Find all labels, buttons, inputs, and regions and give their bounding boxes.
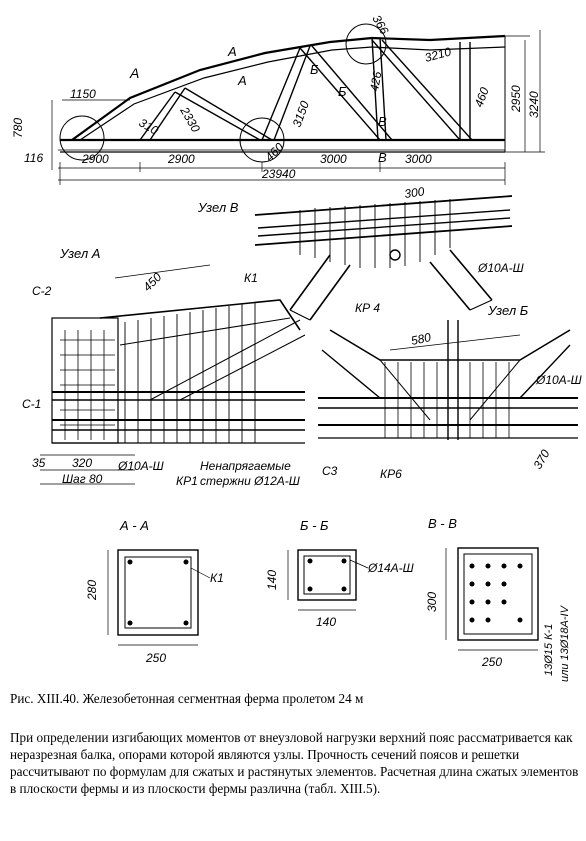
- dim-3000a: 3000: [320, 152, 347, 166]
- node-a-c2: С-2: [32, 284, 52, 298]
- dim-3000b: 3000: [405, 152, 432, 166]
- section-aa-height: 280: [85, 580, 99, 601]
- dim-426: 426: [367, 70, 384, 92]
- dim-2900b: 2900: [167, 152, 195, 166]
- figure-caption: Рис. XIII.40. Железобетонная сегментная …: [10, 691, 364, 706]
- node-v-rebar: Ø10А-Ш: [477, 261, 525, 275]
- node-b-dim-370: 370: [530, 447, 552, 472]
- dim-116: 116: [24, 151, 43, 165]
- dim-460a: 460: [262, 140, 286, 164]
- body-paragraph: При определении изгибающих моментов от в…: [10, 730, 579, 796]
- section-mark-a2: А: [237, 73, 247, 88]
- node-a-step: Шаг 80: [62, 472, 103, 486]
- section-bb-label: Ø14А-Ш: [367, 561, 415, 575]
- section-mark-a: А: [227, 44, 237, 59]
- node-v-kr: КР 4: [355, 301, 380, 315]
- node-b-detail: [318, 320, 578, 440]
- dim-2900a: 2900: [81, 152, 109, 166]
- truss-drawing: 1150 780 116 2900 2900 310 2330 460 3150…: [11, 13, 583, 683]
- section-bb-title: Б - Б: [300, 518, 329, 533]
- section-aa: [107, 549, 211, 646]
- dim-2330: 2330: [177, 104, 203, 135]
- node-a-title: Узел А: [59, 246, 100, 261]
- dim-310: 310: [137, 115, 162, 137]
- section-aa-title: А - А: [119, 518, 149, 533]
- section-vv-label-2: или 13Ø18А-IV: [559, 604, 571, 682]
- section-vv: [445, 547, 539, 651]
- section-vv-title: В - В: [428, 516, 457, 531]
- dim-366: 366: [369, 13, 391, 38]
- dim-2950: 2950: [509, 85, 523, 113]
- node-a-k1: К1: [244, 271, 258, 285]
- node-a-rebar: Ø10А-Ш: [117, 459, 165, 473]
- node-a-detail: [40, 264, 306, 485]
- section-bb-height: 140: [265, 570, 279, 590]
- dim-780: 780: [11, 118, 25, 138]
- dim-3240: 3240: [527, 91, 541, 118]
- section-bb-width: 140: [316, 615, 336, 629]
- node-b-kr6: КР6: [380, 467, 402, 481]
- node-a-dim-450: 450: [140, 270, 164, 294]
- node-a-c1: С-1: [22, 397, 41, 411]
- node-b-c3: С3: [322, 464, 338, 478]
- dim-3150: 3150: [290, 99, 312, 129]
- node-a-note-2: стержни Ø12А-Ш: [200, 474, 301, 488]
- node-a-marker: А: [129, 65, 139, 81]
- truss-elevation: [51, 23, 545, 185]
- section-vv-height: 300: [425, 592, 439, 612]
- section-vv-label-1: 13Ø15 К-1: [543, 624, 555, 676]
- node-v-title: Узел В: [197, 200, 239, 215]
- section-vv-width: 250: [481, 655, 502, 669]
- section-mark-v: В: [378, 114, 387, 129]
- node-b-rebar: Ø10А-Ш: [535, 373, 583, 387]
- node-b-title: Узел Б: [487, 303, 529, 318]
- node-a-kr1: КР1: [176, 474, 198, 488]
- section-mark-v2: В: [378, 150, 387, 165]
- dim-23940: 23940: [261, 167, 296, 181]
- node-a-dim-35: 35: [32, 456, 46, 470]
- node-v-dim-300: 300: [403, 184, 425, 201]
- node-a-note-1: Ненапрягаемые: [200, 459, 291, 473]
- section-mark-b: Б: [310, 62, 319, 77]
- node-b-dim-580: 580: [410, 330, 433, 348]
- section-mark-b2: Б: [338, 84, 347, 99]
- section-aa-width: 250: [145, 651, 166, 665]
- section-aa-label: К1: [210, 571, 224, 585]
- node-a-dim-320: 320: [72, 456, 92, 470]
- dim-3210: 3210: [423, 44, 453, 65]
- dim-1150: 1150: [70, 87, 96, 101]
- dim-460b: 460: [472, 85, 492, 109]
- section-bb: [287, 549, 369, 611]
- node-v-detail: [254, 195, 513, 321]
